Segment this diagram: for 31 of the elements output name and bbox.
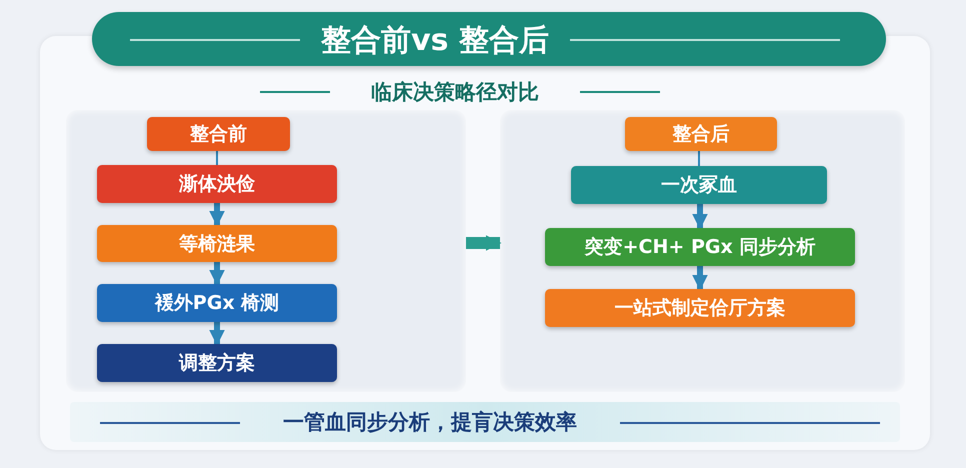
arrow — [692, 266, 708, 291]
subtitle: 临床决策略径对比 — [370, 79, 540, 106]
arrow — [209, 203, 225, 227]
process-box — [97, 284, 337, 322]
arrow — [466, 235, 502, 251]
box-label: 褑外PGx 椅测 — [154, 291, 280, 316]
arrow — [692, 204, 708, 230]
process-box — [571, 166, 827, 204]
box-label: 整合后 — [672, 122, 730, 147]
process-box — [625, 117, 777, 151]
box-label: 调整方案 — [179, 351, 255, 376]
panel — [66, 110, 466, 392]
process-box — [545, 228, 855, 266]
connector-line — [216, 151, 218, 165]
summary-text: 一管血同步分析，提肓决策效率 — [282, 409, 578, 436]
box-label: 等椅涟果 — [179, 232, 255, 256]
box-label: 突变+CH+ PGx 同步分析 — [584, 235, 816, 260]
process-box — [97, 225, 337, 262]
process-box — [545, 289, 855, 327]
arrow — [209, 322, 225, 346]
box-label: 澌体泱俭 — [179, 172, 255, 197]
process-box — [97, 344, 337, 382]
box-label: 一次冢血 — [661, 173, 737, 198]
process-box — [97, 165, 337, 203]
panel — [500, 110, 905, 392]
box-label: 一站式制定佮厅方案 — [614, 296, 786, 321]
connector-line — [698, 151, 700, 166]
box-label: 整合前 — [190, 122, 247, 147]
arrow — [209, 262, 225, 286]
title: 整合前vs 整合后 — [320, 22, 550, 60]
process-box — [147, 117, 290, 151]
